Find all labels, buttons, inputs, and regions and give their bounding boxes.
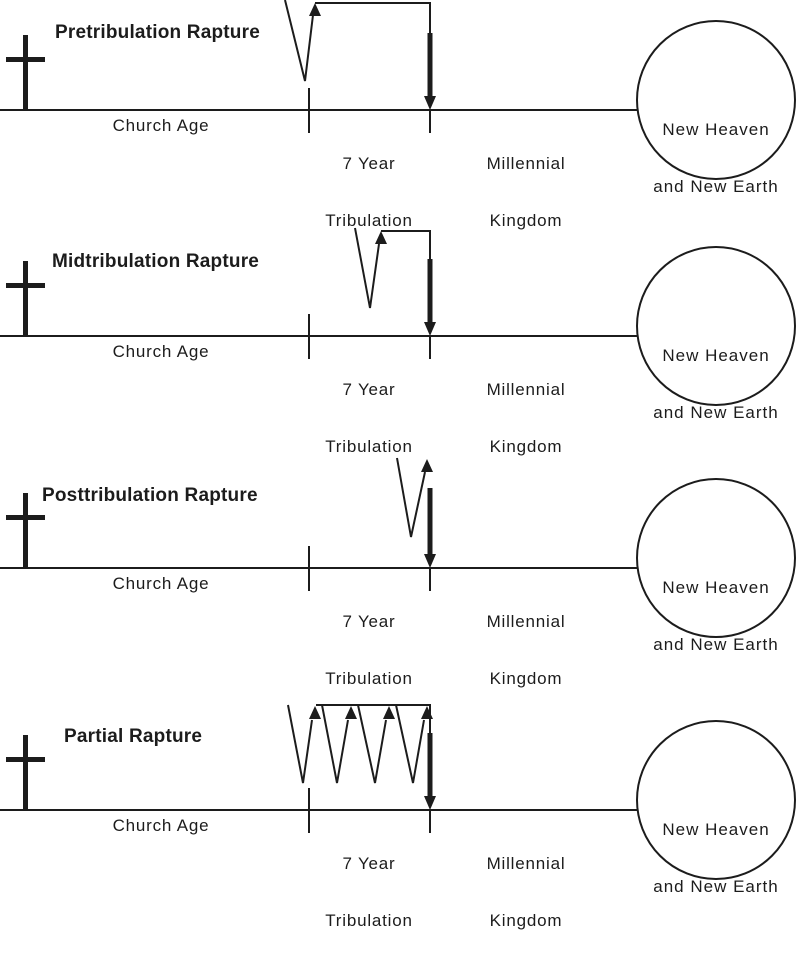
new-heaven-label: New Heaven and New Earth — [653, 578, 779, 654]
second-coming-down-arrowhead-icon — [424, 96, 436, 110]
new-heaven-circle — [636, 478, 796, 638]
row-title-partial: Partial Rapture — [64, 726, 203, 747]
rapture-v-path — [284, 0, 314, 82]
rapture-v-path — [395, 704, 425, 784]
diagram-canvas — [0, 0, 796, 880]
second-coming-down-arrowhead-icon — [424, 322, 436, 336]
rapture-up-arrowhead-icon — [421, 459, 433, 472]
rapture-up-arrowhead-icon — [309, 3, 321, 16]
rapture-up-arrowhead-icon — [375, 231, 387, 244]
cross-icon — [6, 735, 45, 810]
tribulation-label: 7 Year Tribulation — [325, 380, 413, 456]
rapture-up-arrowhead-icon — [421, 706, 433, 719]
rapture-v-path — [321, 704, 349, 784]
new-heaven-label: New Heaven and New Earth — [653, 120, 779, 196]
cross-icon — [6, 261, 45, 336]
rapture-v-path — [287, 704, 313, 784]
second-coming-down-arrowhead-icon — [424, 554, 436, 568]
rapture-v-path — [357, 704, 387, 784]
cross-icon — [6, 35, 45, 110]
rapture-v-path — [354, 227, 380, 309]
cross-icon — [6, 493, 45, 568]
tribulation-label: 7 Year Tribulation — [325, 854, 413, 930]
row-title-posttribulation: Posttribulation Rapture — [42, 485, 258, 506]
new-heaven-label: New Heaven and New Earth — [653, 820, 779, 896]
tribulation-label: 7 Year Tribulation — [325, 612, 413, 688]
row-title-midtribulation: Midtribulation Rapture — [52, 251, 260, 272]
timeline-posttribulation — [0, 457, 796, 638]
rapture-up-arrowhead-icon — [383, 706, 395, 719]
rapture-timelines-diagram: Pretribulation Rapture Church Age 7 Year… — [0, 0, 796, 930]
rapture-up-arrowhead-icon — [309, 706, 321, 719]
top-connector-line — [315, 2, 431, 33]
millennial-kingdom-label: Millennial Kingdom — [486, 854, 566, 930]
millennial-kingdom-label: Millennial Kingdom — [486, 612, 566, 688]
second-coming-down-arrowhead-icon — [424, 796, 436, 810]
rapture-v-path — [396, 457, 426, 538]
rapture-up-arrowhead-icon — [345, 706, 357, 719]
new-heaven-circle — [636, 20, 796, 180]
timeline-pretribulation — [0, 0, 796, 180]
row-title-pretribulation: Pretribulation Rapture — [55, 22, 260, 43]
timeline-partial — [0, 704, 796, 880]
top-connector-line — [381, 230, 431, 259]
church-age-label: Church Age — [112, 816, 210, 835]
top-connector-line — [316, 704, 431, 733]
millennial-kingdom-label: Millennial Kingdom — [486, 154, 566, 230]
millennial-kingdom-label: Millennial Kingdom — [486, 380, 566, 456]
timeline-midtribulation — [0, 227, 796, 406]
church-age-label: Church Age — [112, 116, 210, 135]
church-age-label: Church Age — [112, 574, 210, 593]
new-heaven-label: New Heaven and New Earth — [653, 346, 779, 422]
new-heaven-circle — [636, 246, 796, 406]
church-age-label: Church Age — [112, 342, 210, 361]
tribulation-label: 7 Year Tribulation — [325, 154, 413, 230]
